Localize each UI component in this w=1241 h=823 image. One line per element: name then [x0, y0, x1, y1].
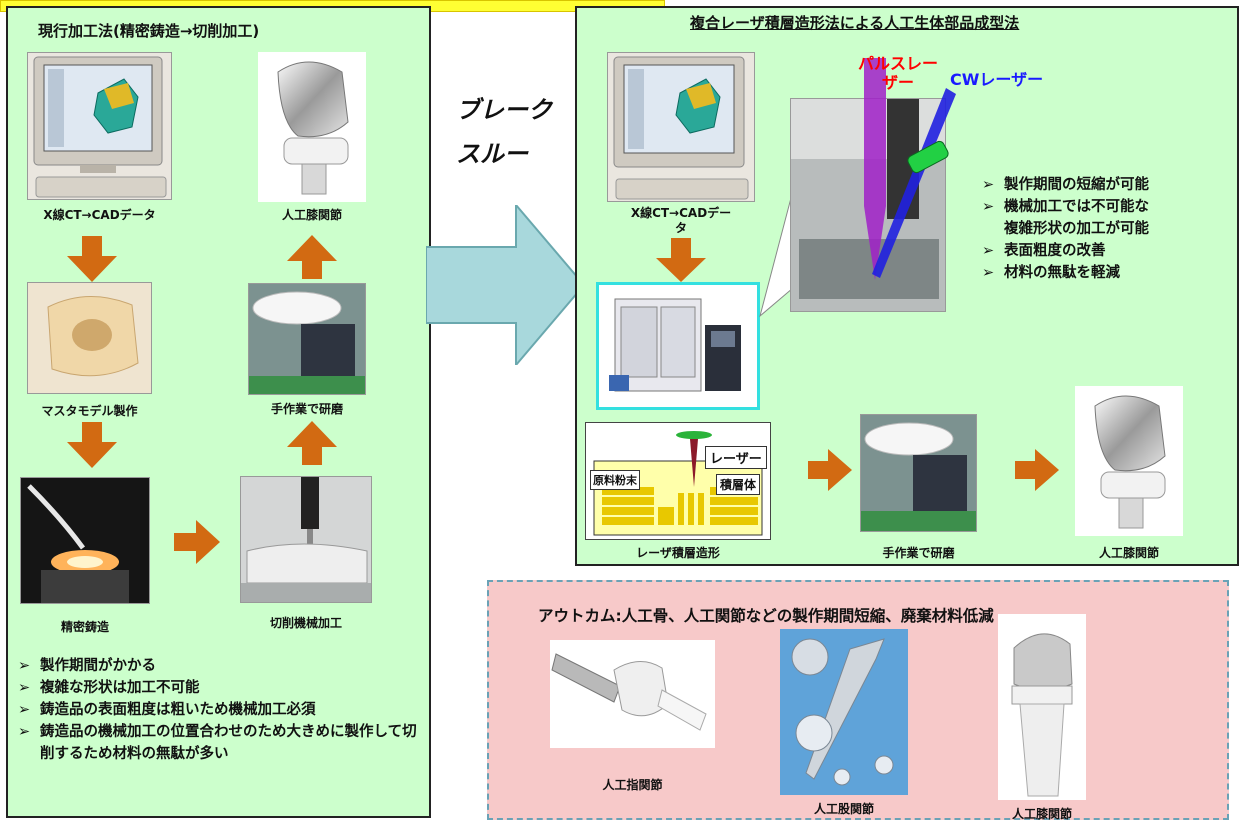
hip-joint-caption: 人工股関節	[813, 802, 874, 816]
polish-caption-2: 手作業で研磨	[882, 546, 955, 560]
pulse-laser-label: パルスレー ザー	[858, 54, 939, 92]
ct-computer-photo	[27, 52, 172, 200]
polishing-photo-2	[860, 414, 977, 532]
arrow-right-3	[1015, 449, 1059, 491]
casting-photo	[20, 477, 150, 604]
laser-beams	[864, 58, 956, 280]
arrow-down-2	[67, 422, 117, 468]
polish-caption: 手作業で研磨	[270, 402, 343, 416]
bullet-icon: ➢	[18, 680, 31, 696]
powder-label: 原料粉末	[590, 470, 640, 490]
polishing-photo	[248, 283, 366, 395]
bullet-icon: ➢	[982, 243, 995, 259]
knee-implant-photo	[258, 52, 366, 202]
arrow-down-1	[67, 236, 117, 282]
knee-caption: 人工膝関節	[281, 208, 342, 222]
arrow-up-1	[287, 235, 337, 279]
current-method-title: 現行加工法(精密鋳造→切削加工)	[38, 22, 260, 40]
cw-laser-label: CWレーザー	[950, 70, 1044, 89]
bullet-icon: ➢	[18, 702, 31, 718]
benefit-item: ➢表面粗度の改善	[982, 240, 1230, 262]
ct-caption-2: X線CT→CADデー タ	[630, 206, 732, 235]
issue-item: ➢鋳造品の機械加工の位置合わせのため大きめに製作して切削するため材料の無駄が多い	[18, 721, 420, 765]
bullet-icon: ➢	[982, 199, 995, 215]
finger-joint-caption: 人工指関節	[602, 778, 663, 792]
bullet-icon: ➢	[18, 724, 31, 740]
knee-joint-photo-3	[998, 614, 1086, 800]
benefit-item: ➢機械加工では不可能な 複雑形状の加工が可能	[982, 196, 1230, 240]
knee-joint-caption-3: 人工膝関節	[1011, 807, 1072, 821]
issue-item: ➢鋳造品の表面粗度は粗いため機械加工必須	[18, 699, 420, 721]
current-method-issues: ➢製作期間がかかる ➢複雑な形状は加工不可能 ➢鋳造品の表面粗度は粗いため機械加…	[18, 655, 420, 765]
outcome-title: アウトカム:人工骨、人工関節などの製作期間短縮、廃棄材料低減	[538, 607, 994, 625]
bullet-icon: ➢	[18, 658, 31, 674]
machining-caption: 切削機械加工	[269, 616, 342, 630]
laser-machine-photo	[596, 282, 760, 410]
ct-computer-photo-2	[607, 52, 755, 202]
hip-joint-photo	[780, 629, 908, 795]
issue-item: ➢複雑な形状は加工不可能	[18, 677, 420, 699]
master-model-photo	[27, 282, 152, 394]
finger-joint-photo	[550, 640, 715, 748]
laser-label: レーザー	[705, 446, 767, 469]
arrow-right-1	[174, 520, 220, 564]
casting-caption: 精密鋳造	[60, 620, 109, 634]
arrow-down-3	[656, 238, 706, 282]
laser-method-benefits: ➢製作期間の短縮が可能 ➢機械加工では不可能な 複雑形状の加工が可能 ➢表面粗度…	[982, 174, 1230, 284]
arrow-right-2	[808, 449, 852, 491]
laser-method-title: 複合レーザ積層造形法による人工生体部品成型法	[690, 14, 1020, 32]
master-caption: マスタモデル製作	[41, 404, 138, 418]
benefit-item: ➢材料の無駄を軽減	[982, 262, 1230, 284]
bullet-icon: ➢	[982, 265, 995, 281]
benefit-item: ➢製作期間の短縮が可能	[982, 174, 1230, 196]
big-arrow-right	[426, 205, 586, 365]
ct-caption: X線CT→CADデータ	[43, 208, 156, 222]
issue-item: ➢製作期間がかかる	[18, 655, 420, 677]
additive-caption: レーザ積層造形	[636, 546, 720, 560]
arrow-up-2	[287, 421, 337, 465]
machining-photo	[240, 476, 372, 603]
bullet-icon: ➢	[982, 177, 995, 193]
knee-caption-2: 人工膝関節	[1098, 546, 1159, 560]
layered-label: 積層体	[716, 474, 761, 495]
knee-implant-photo-2	[1075, 386, 1183, 536]
breakthrough-label: ブレーク スルー	[456, 96, 552, 168]
